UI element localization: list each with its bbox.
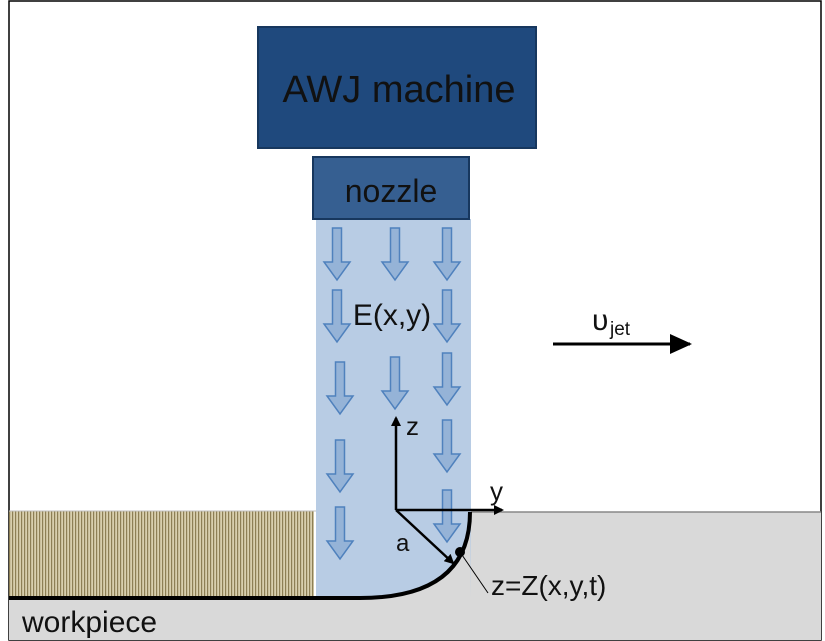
y-axis-label: y (490, 476, 503, 506)
jet-flow-arrow (432, 489, 462, 544)
z-axis-label: z (406, 411, 419, 441)
jet-velocity-subscript: jet (609, 319, 631, 340)
surface-leader-line (459, 551, 489, 594)
jet-flow-arrow (325, 361, 355, 416)
jet-flow-arrow (325, 439, 355, 494)
jet-flow-arrow (432, 227, 462, 282)
jet-flow-arrow (325, 506, 355, 561)
jet-flow-arrow (322, 227, 352, 282)
jet-flow-arrow (380, 356, 410, 411)
jet-arrows (322, 227, 462, 561)
surface-equation-label: z=Z(x,y,t) (491, 570, 606, 601)
jet-velocity-symbol: υ (592, 304, 608, 337)
jet-flow-arrow (380, 227, 410, 282)
awj-machine-box (257, 26, 537, 149)
workpiece-label: workpiece (21, 606, 157, 639)
jet-flow-arrow (322, 289, 352, 344)
jet-flow-arrow (432, 289, 462, 344)
energy-distribution-label: E(x,y) (353, 299, 431, 332)
jet-flow-arrow (432, 419, 462, 474)
workpiece-region (9, 512, 821, 640)
radius-label: a (396, 530, 410, 557)
kerf-profile-curve (9, 511, 472, 600)
jet-flow-arrow (432, 352, 462, 407)
awj-machine-label: AWJ machine (283, 69, 516, 111)
nozzle-label: nozzle (345, 173, 438, 209)
nozzle-box (312, 156, 470, 220)
cut-material-texture (9, 511, 314, 598)
radius-vector-arrow (395, 509, 455, 565)
